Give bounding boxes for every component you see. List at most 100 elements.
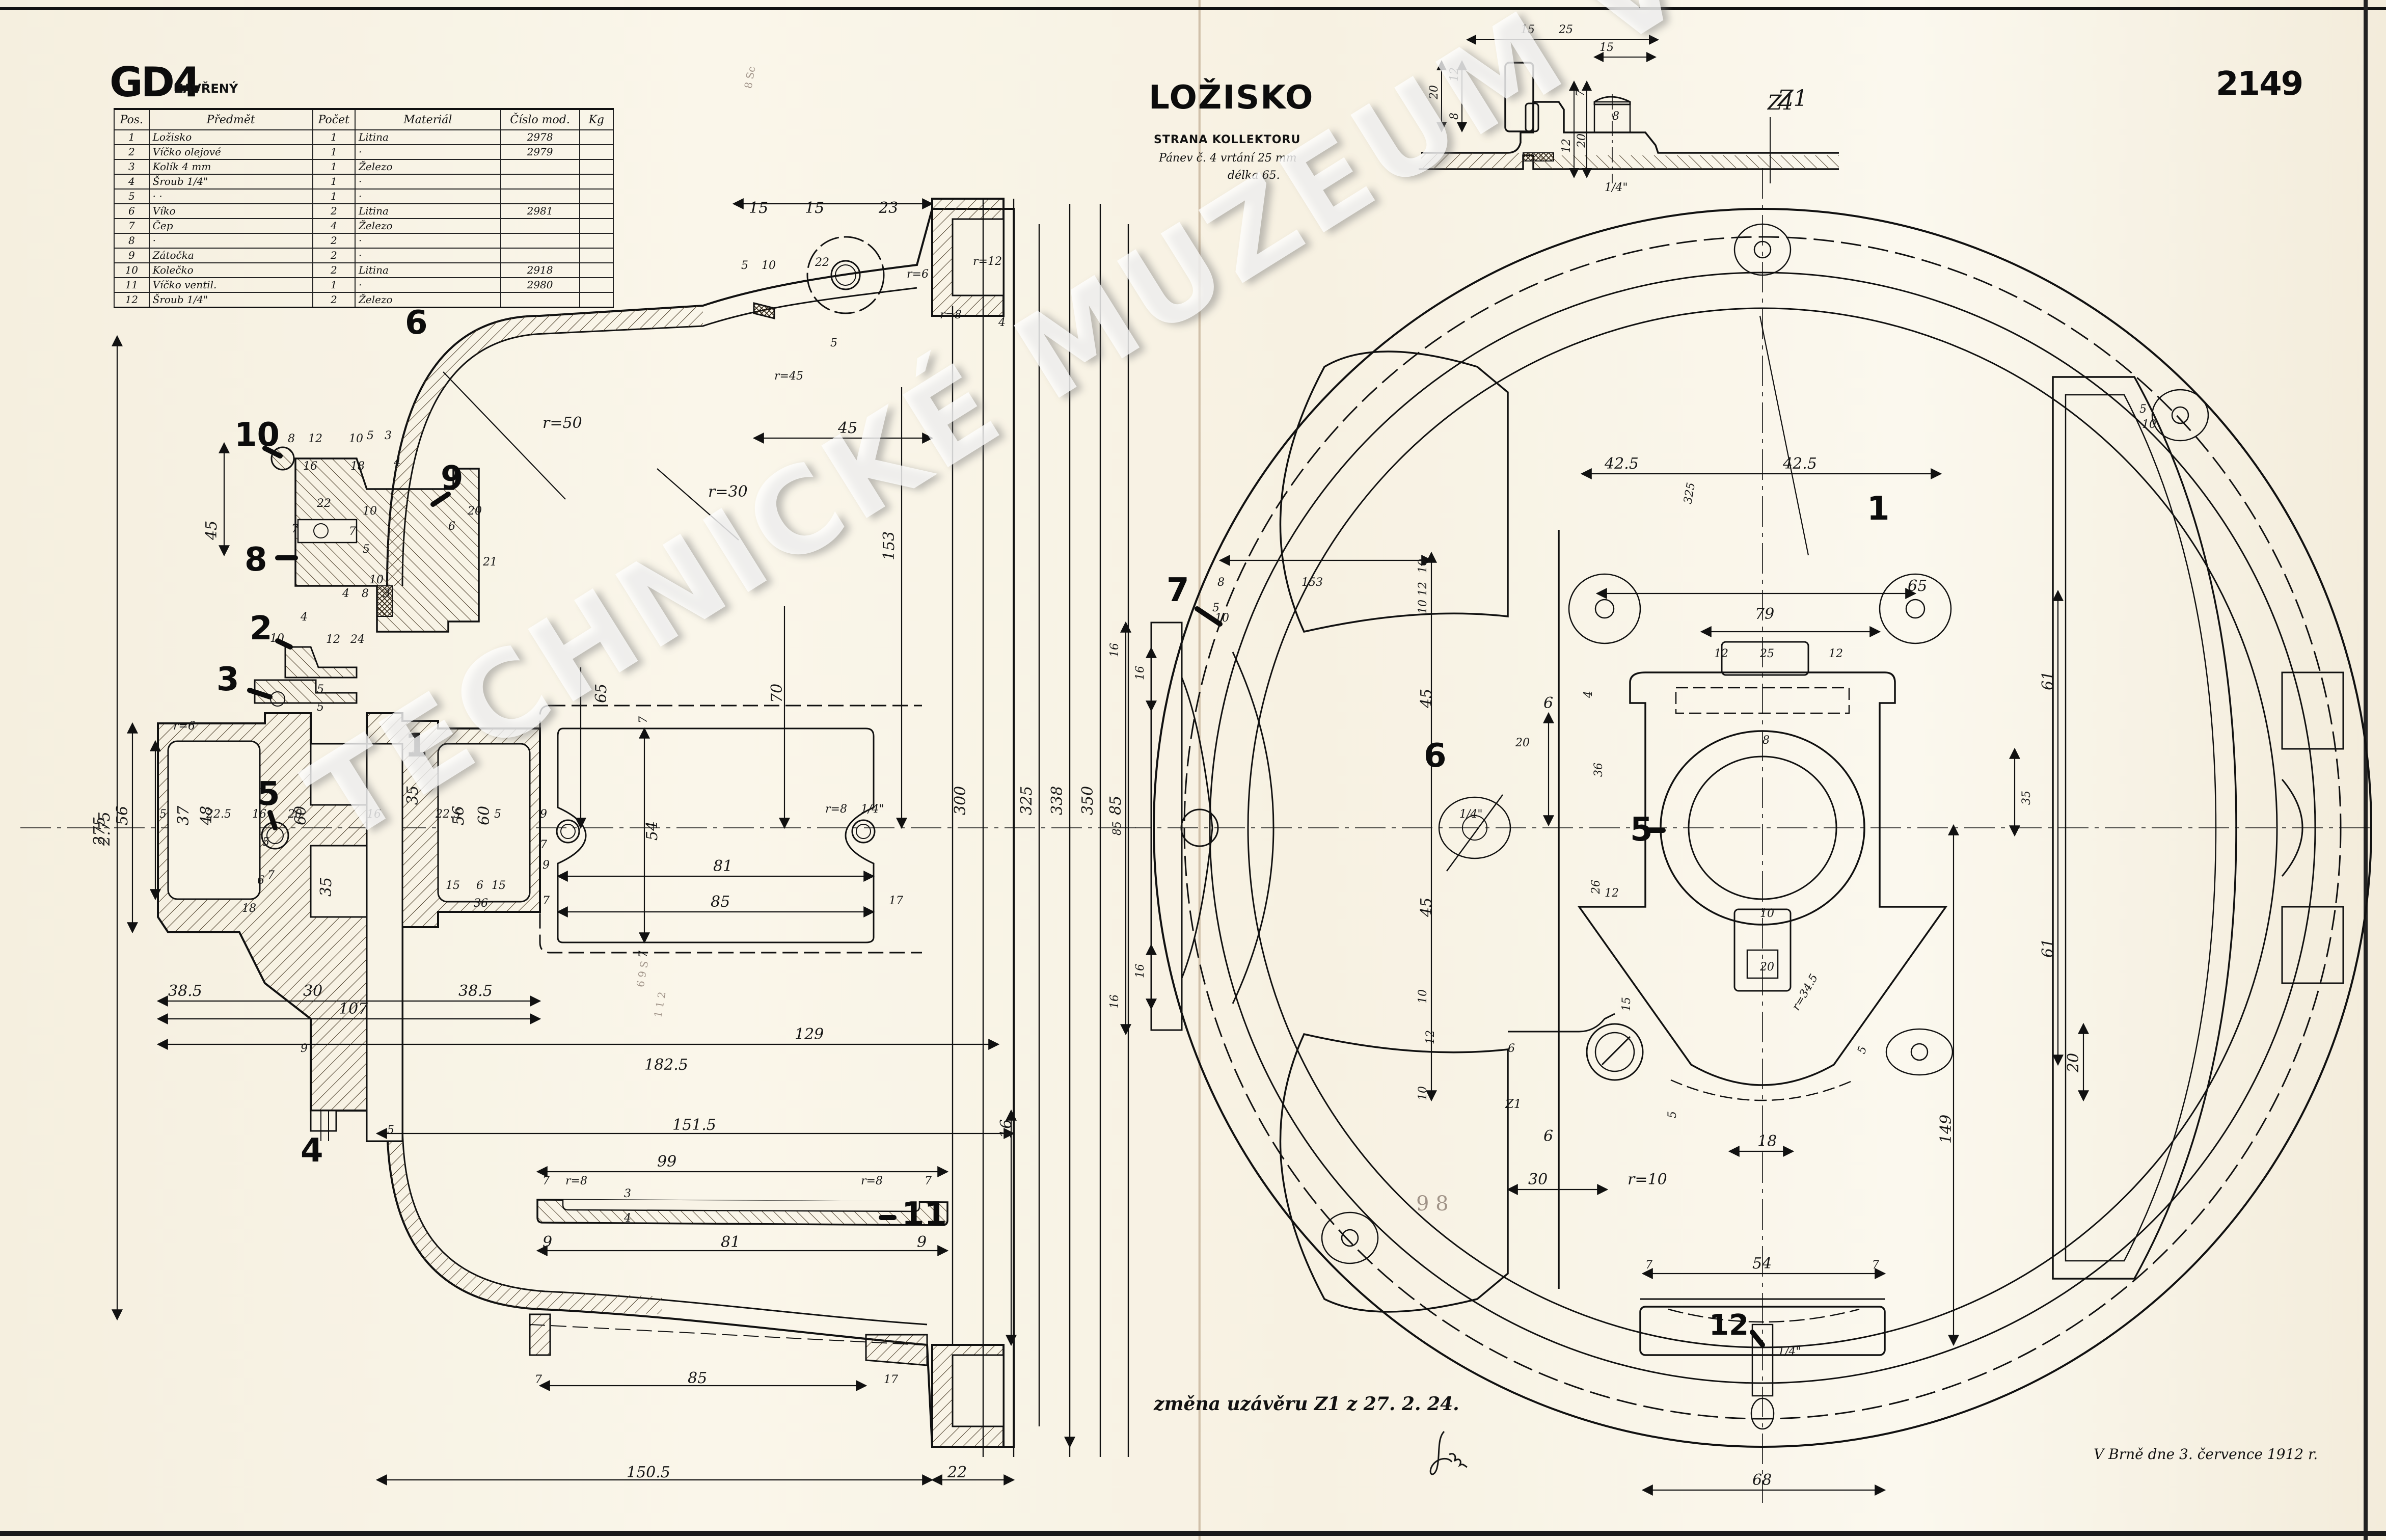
svg-text:22.5: 22.5 <box>435 808 460 821</box>
svg-text:7: 7 <box>267 869 275 882</box>
cell-kg <box>579 129 614 145</box>
svg-text:12: 12 <box>308 433 322 445</box>
end-view-dimension-labels: Z1 42.5 42.5 325 65 79 12 25 12 4 153 10… <box>1108 91 2156 1489</box>
svg-text:45: 45 <box>837 419 857 437</box>
svg-text:37: 37 <box>175 805 193 825</box>
svg-text:r=6: r=6 <box>173 720 195 733</box>
svg-text:21: 21 <box>482 556 497 569</box>
svg-text:15: 15 <box>805 199 824 217</box>
cell-material: Železo <box>355 218 501 234</box>
svg-text:3: 3 <box>385 429 392 442</box>
svg-text:7: 7 <box>543 1175 550 1187</box>
svg-text:38.5: 38.5 <box>168 982 202 1000</box>
svg-text:7: 7 <box>925 1175 932 1187</box>
svg-text:5: 5 <box>2139 403 2147 416</box>
cell-count: 1 <box>312 129 356 145</box>
callout-1-end: 1 <box>1867 490 1890 528</box>
svg-text:16: 16 <box>997 1119 1015 1139</box>
col-header-item: Předmět <box>148 109 313 130</box>
svg-text:81: 81 <box>713 857 733 875</box>
svg-text:22: 22 <box>815 256 829 269</box>
cell-material: · <box>355 174 501 190</box>
cell-count: 2 <box>312 292 356 308</box>
svg-text:10: 10 <box>349 433 363 445</box>
svg-text:15: 15 <box>1599 41 1614 54</box>
bearing-housing <box>1577 671 1948 1086</box>
svg-text:20: 20 <box>1515 737 1530 749</box>
svg-text:8: 8 <box>1763 734 1770 747</box>
svg-text:16: 16 <box>303 460 317 473</box>
svg-text:1/4": 1/4" <box>861 803 884 816</box>
svg-text:85: 85 <box>1107 796 1125 815</box>
svg-text:10: 10 <box>1417 600 1429 614</box>
svg-text:5: 5 <box>262 836 269 849</box>
cell-item: Kolečko <box>148 262 313 278</box>
svg-text:182.5: 182.5 <box>644 1056 688 1074</box>
svg-text:24: 24 <box>350 633 365 646</box>
svg-text:16: 16 <box>1134 666 1147 680</box>
svg-text:42.5: 42.5 <box>1604 455 1639 473</box>
parts-list-table: Pos. Předmět Počet Materiál Číslo mod. K… <box>114 108 614 308</box>
svg-text:56: 56 <box>450 806 468 825</box>
svg-text:129: 129 <box>795 1025 824 1043</box>
svg-text:99: 99 <box>657 1153 676 1171</box>
svg-text:6: 6 <box>1543 694 1553 712</box>
svg-text:r=34.5: r=34.5 <box>1790 972 1821 1013</box>
svg-text:15: 15 <box>1521 23 1535 36</box>
svg-text:8: 8 <box>1217 576 1225 589</box>
cell-pos: 11 <box>114 277 150 293</box>
svg-text:7: 7 <box>291 523 299 535</box>
cell-count: 1 <box>312 174 356 190</box>
svg-text:26: 26 <box>1590 880 1603 895</box>
svg-text:10: 10 <box>2142 418 2156 431</box>
svg-text:35: 35 <box>2020 791 2033 805</box>
svg-text:275: 275 <box>91 817 109 846</box>
svg-text:9: 9 <box>543 1233 552 1251</box>
end-view <box>1120 168 2374 1503</box>
svg-text:8: 8 <box>1448 113 1461 120</box>
cell-pos: 3 <box>114 159 150 175</box>
cell-model-no: 2978 <box>500 129 580 145</box>
cell-material: · <box>355 233 501 249</box>
callout-4: 4 <box>301 1132 323 1170</box>
section-dimension-labels: 15 15 23 5 10 22 r=6 r=12 r=8 4 5 r=45 4… <box>91 199 1125 1481</box>
svg-text:15: 15 <box>749 199 768 217</box>
cell-pos: 9 <box>114 248 150 263</box>
svg-text:20: 20 <box>2065 1053 2082 1073</box>
cell-count: 2 <box>312 248 356 263</box>
cell-item: Víko <box>148 203 313 219</box>
cell-item: Víčko olejové <box>148 144 313 160</box>
cell-item: Zátočka <box>148 248 313 263</box>
svg-text:9: 9 <box>917 1233 927 1251</box>
cell-item: Čep <box>148 218 313 234</box>
svg-text:20: 20 <box>1428 85 1441 100</box>
svg-text:151.5: 151.5 <box>672 1116 716 1134</box>
cell-model-no: 2981 <box>500 203 580 219</box>
svg-text:16: 16 <box>367 808 381 821</box>
window-right <box>2052 376 2237 1280</box>
cell-material: Železo <box>355 159 501 175</box>
cell-kg <box>579 188 614 204</box>
cell-pos: 6 <box>114 203 150 219</box>
svg-text:350: 350 <box>1079 786 1097 815</box>
callout-12: 12 <box>1709 1309 1749 1342</box>
svg-text:325: 325 <box>1018 786 1036 815</box>
svg-text:8: 8 <box>1612 110 1619 123</box>
pencil-mark: 9 8 <box>1416 1192 1449 1215</box>
svg-text:338: 338 <box>1048 786 1066 815</box>
cell-item: Kolík 4 mm <box>148 159 313 175</box>
svg-text:6: 6 <box>448 520 455 533</box>
callout-2: 2 <box>250 610 273 647</box>
svg-text:15: 15 <box>492 879 506 892</box>
svg-text:12: 12 <box>1714 647 1728 660</box>
svg-text:3: 3 <box>624 1187 631 1200</box>
svg-text:4: 4 <box>393 456 401 469</box>
part-title: LOŽISKO <box>1149 79 1314 117</box>
svg-text:36: 36 <box>1592 763 1605 777</box>
svg-text:7: 7 <box>637 716 650 723</box>
svg-text:54: 54 <box>643 821 661 841</box>
svg-text:r=50: r=50 <box>543 414 582 432</box>
